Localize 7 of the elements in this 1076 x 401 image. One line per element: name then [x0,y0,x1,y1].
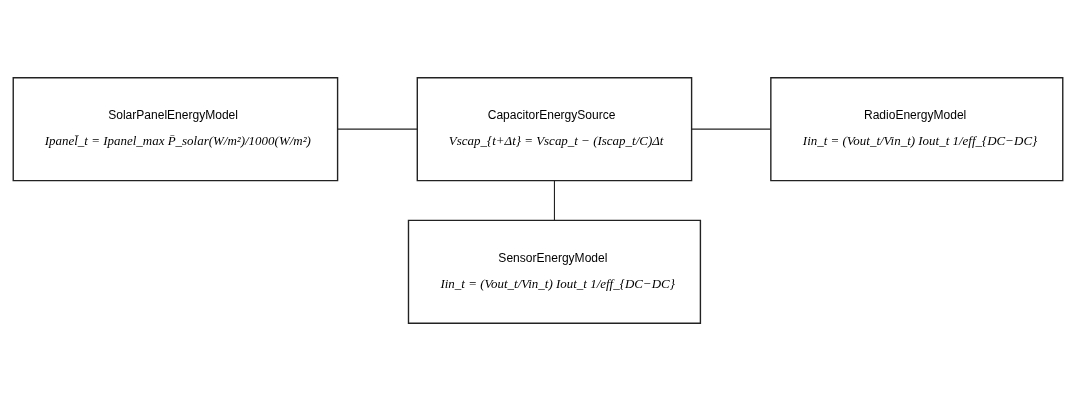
node-box: SensorEnergyModel Iin_t = (Vout_t/Vin_t) Iout_t 1/eff_{DC−DC} [407,219,702,324]
node-box: RadioEnergyModel Iin_t = (Vout_t/Vin_t) Iout_t 1/eff_{DC−DC} [770,77,1064,182]
connector [553,180,555,221]
node-box: SolarPanelEnergyModel Ipanel̄_t = Ipanel_max P̄_solar(W/m²)/1000(W/m²) [12,77,339,182]
connector [337,128,418,130]
connector [691,128,771,130]
node-box: CapacitorEnergySource Vscap_{t+Δt} = Vscap_t − (Iscap_t/C)Δt [416,77,693,182]
